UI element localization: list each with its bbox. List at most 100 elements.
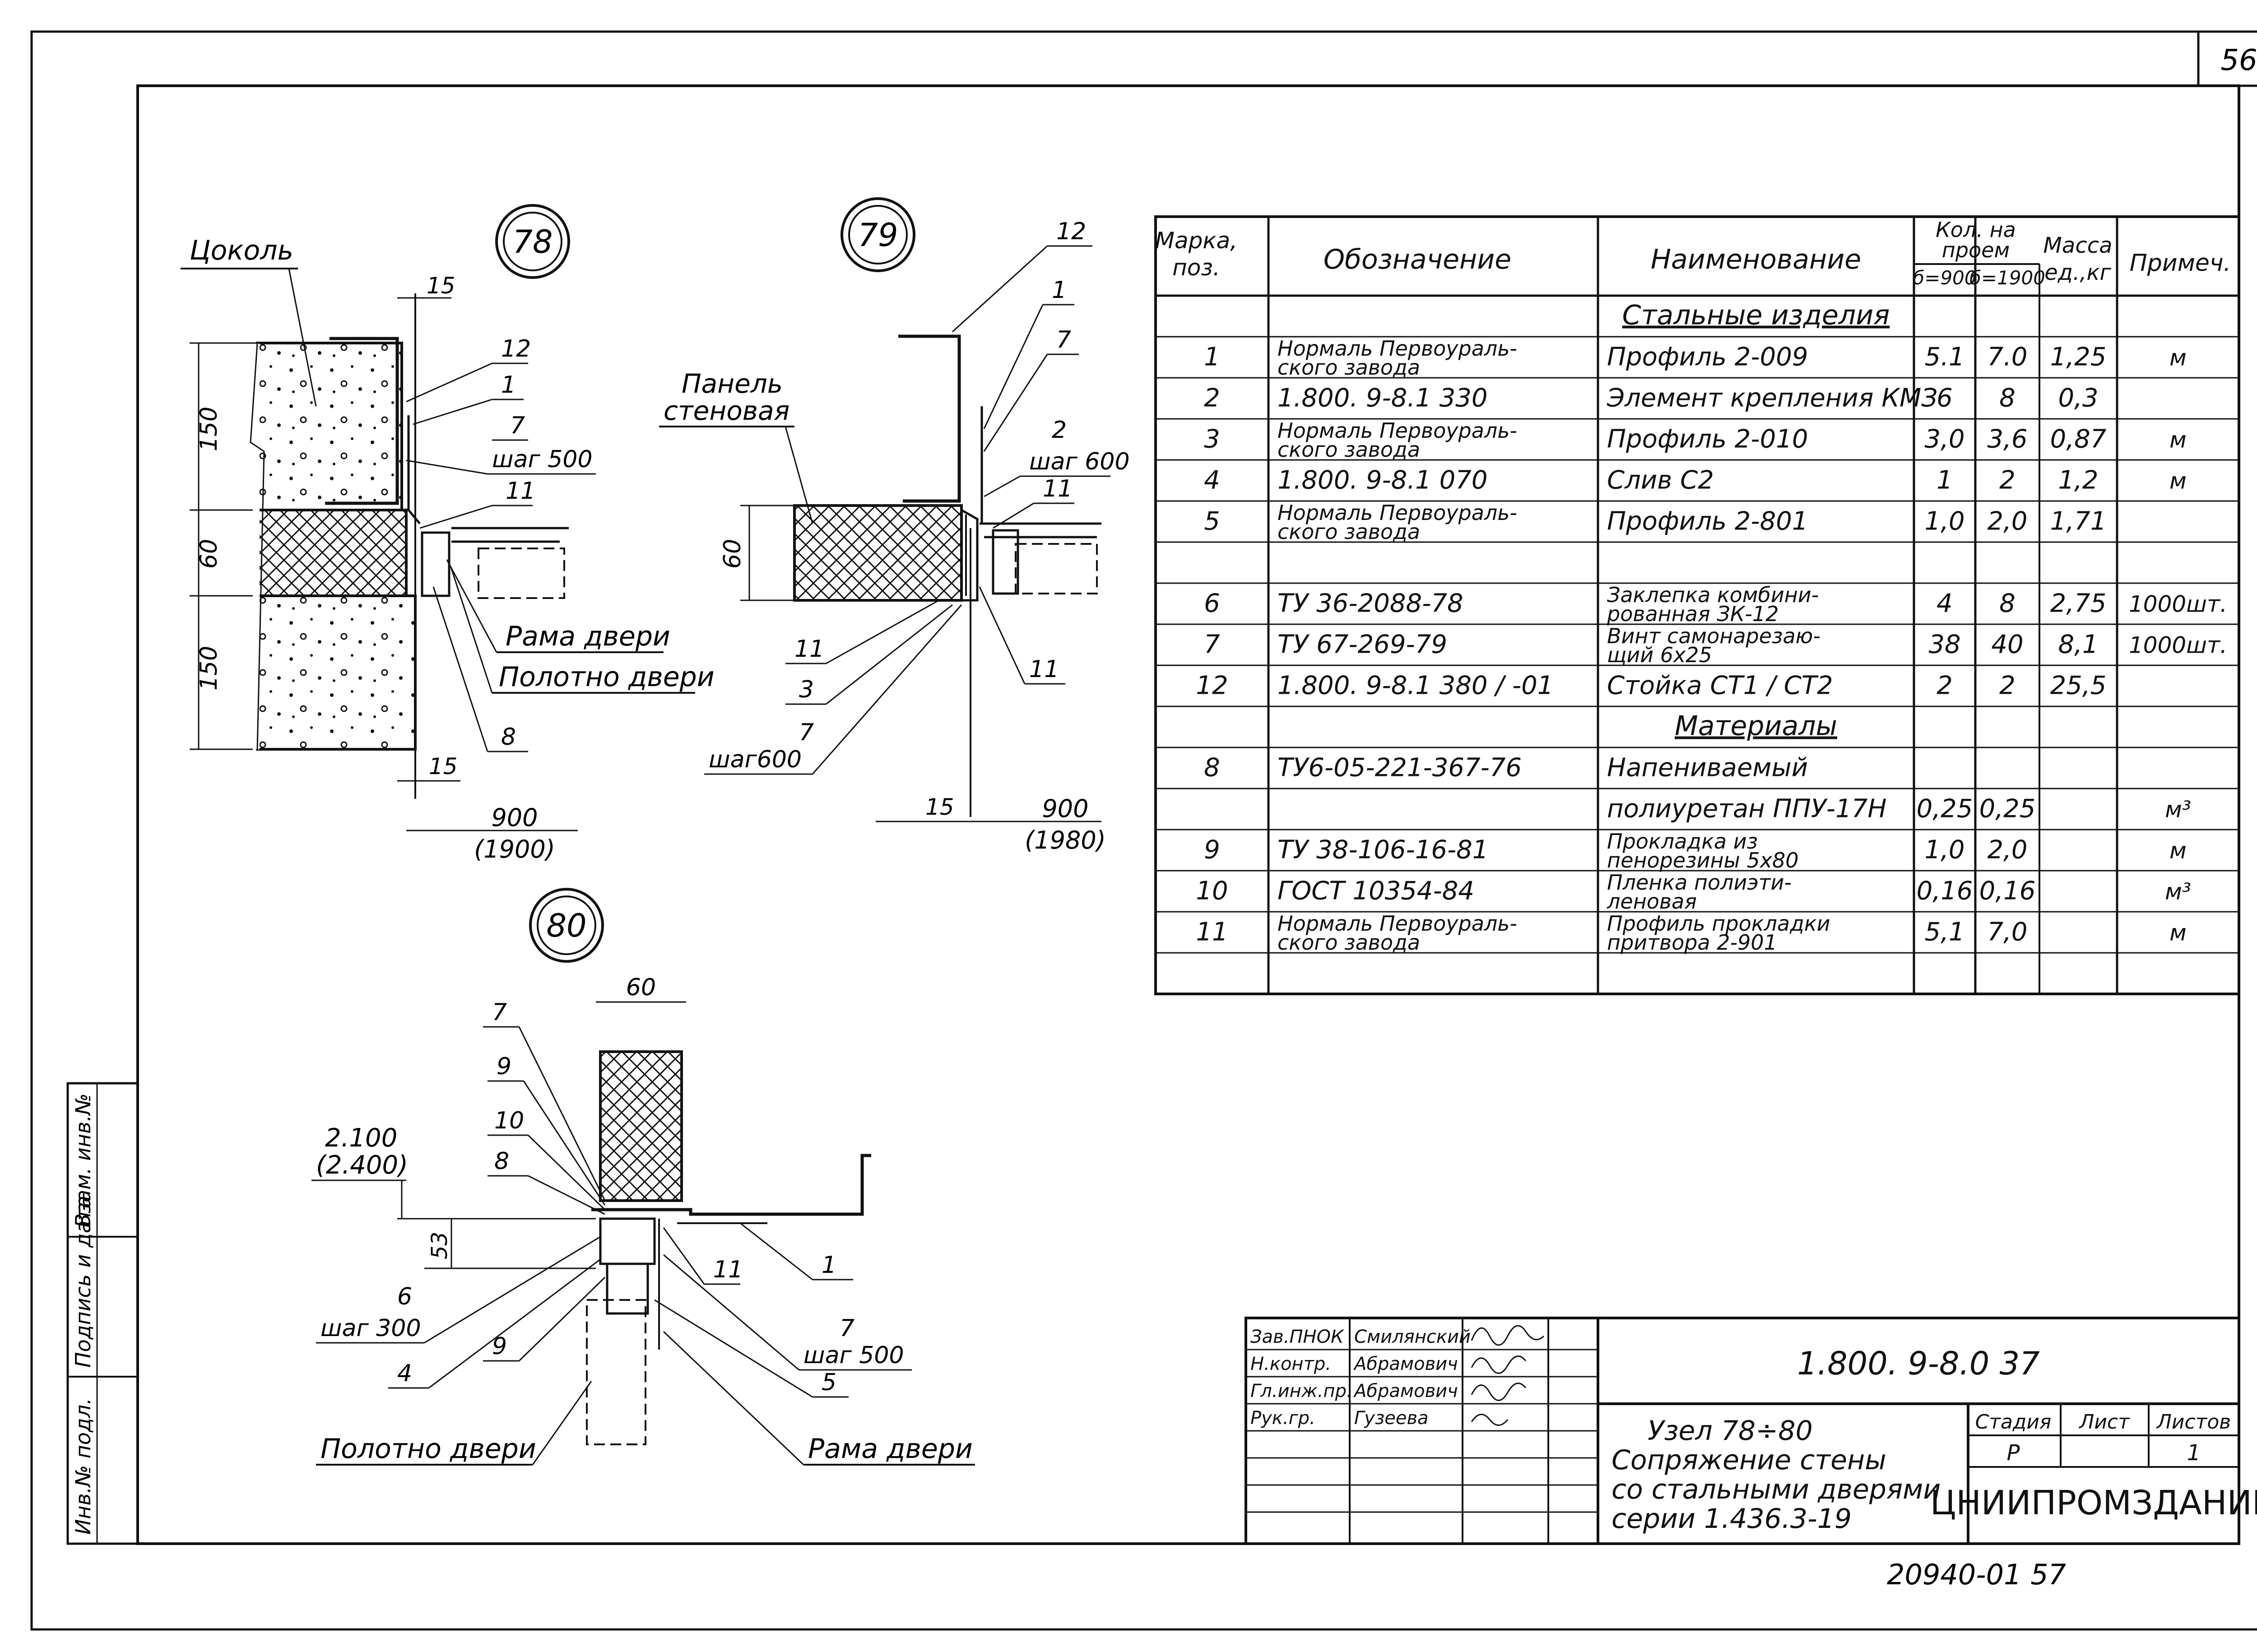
cell-mark: 8 (1204, 753, 1220, 783)
d80-callout-7: 7 (492, 999, 507, 1026)
cell-mass: 8,1 (2058, 630, 2098, 659)
d79-label-wall-panel-2: стеновая (664, 395, 789, 426)
title-line-3: со стальными дверями (1611, 1474, 1941, 1505)
cell-qty-1900: 7.0 (1987, 343, 2027, 372)
cell-mark: 1 (1204, 343, 1220, 372)
cell-mass: 0,87 (2050, 425, 2107, 454)
cell-qty-900: 1 (1937, 466, 1953, 495)
d80-callout-1: 1 (822, 1252, 836, 1279)
d78-label-door-frame: Рама двери (506, 621, 670, 652)
cell-qty-1900: 8 (1999, 384, 2016, 413)
d78-callout-4: 11 (506, 478, 535, 505)
cell-mark: 5 (1204, 507, 1220, 536)
hdr-mark-2: поз. (1172, 255, 1220, 281)
d80-callout-7b: 7 (840, 1315, 855, 1342)
cell-mark: 10 (1196, 877, 1228, 906)
cell-note: м³ (2165, 879, 2191, 905)
d80-callout-11: 11 (713, 1256, 743, 1283)
cell-qty-1900: 40 (1991, 630, 2023, 659)
detail-78-number: 78 (512, 223, 553, 260)
cell-designation: Нормаль Первоураль- (1277, 501, 1517, 525)
sig-role-1: Зав.ПНОК (1250, 1327, 1344, 1347)
d78-callout-5: 8 (501, 724, 516, 751)
cell-qty-900: 1,0 (1924, 835, 1964, 865)
cell-name: Заклепка комбини- (1607, 583, 1819, 607)
detail-79-number: 79 (858, 217, 898, 254)
stamp-replace-inv: Взам. инв.№ (71, 1093, 95, 1228)
d80-callout-4: 4 (397, 1360, 412, 1387)
cell-name: пенорезины 5х80 (1607, 848, 1799, 872)
hdr-name: Наименование (1651, 244, 1861, 275)
d78-dim-h1: 150 (195, 407, 223, 451)
title-line-1: Узел 78÷80 (1648, 1415, 1813, 1447)
cell-name: Профиль прокладки (1607, 911, 1830, 936)
stamp-signature-date: Подпись и дата (71, 1196, 95, 1368)
cell-mark: 9 (1204, 835, 1220, 865)
cell-name: Профиль 2-801 (1607, 507, 1808, 536)
cell-designation: ского завода (1277, 437, 1420, 462)
cell-qty-1900: 7,0 (1987, 918, 2027, 947)
cell-qty-900: 38 (1928, 630, 1960, 659)
cell-mark: 7 (1204, 630, 1220, 659)
title-block: Зав.ПНОК Смилянский Н.контр. Абрамович Г… (1245, 1317, 2257, 1545)
sheet-number-box (2197, 30, 2257, 87)
d79-callout-11b: 11 (794, 636, 824, 663)
d79-callout-1: 1 (1052, 277, 1067, 304)
d79-callout-3: 3 (799, 676, 814, 703)
spec-table: Марка, поз. Обозначение Наименование Кол… (1154, 215, 2240, 995)
cell-mass: 25,5 (2050, 671, 2107, 701)
d80-dim-level: 2.100 (325, 1123, 397, 1153)
cell-designation: ТУ 36-2088-78 (1277, 589, 1463, 618)
cell-qty-1900: 0,16 (1979, 877, 2036, 906)
cell-mark: 3 (1204, 425, 1220, 454)
d79-callout-12: 12 (1056, 218, 1086, 245)
hdr-mark-1: Марка, (1155, 227, 1237, 254)
cell-name: Стойка СТ1 / СТ2 (1607, 671, 1833, 701)
d80-callout-9b: 9 (492, 1333, 507, 1360)
organization: ЦНИИПРОМЗДАНИЙ (1930, 1483, 2257, 1522)
hdr-qty-900: б=900 (1913, 267, 1976, 289)
sheet-label: Лист (2078, 1411, 2130, 1434)
detail-80: 80 60 2.100 (2.400) 53 7 9 10 8 (311, 888, 975, 1466)
cell-qty-900: 5.1 (1924, 343, 1964, 372)
d80-callout-8: 8 (494, 1148, 509, 1175)
cell-qty-1900: 2,0 (1987, 507, 2027, 536)
cell-note: м (2169, 838, 2187, 864)
detail-78: 78 150 60 150 15 15 900 (1900) (181, 204, 715, 863)
cell-qty-900: 0,16 (1917, 877, 1973, 906)
cell-mass: 1,25 (2050, 343, 2107, 372)
d78-dim-top: 15 (427, 273, 455, 299)
d78-step: шаг 500 (492, 446, 593, 473)
archive-number: 20940-01 57 (1887, 1558, 2066, 1591)
d78-callout-2: 1 (501, 371, 516, 399)
cell-name: рованная ЗК-12 (1607, 602, 1779, 626)
cell-name: полиуретан ППУ-17Н (1607, 794, 1886, 824)
d79-dim-width-alt: (1980) (1025, 826, 1106, 854)
stage-label: Стадия (1975, 1411, 2052, 1434)
cell-qty-1900: 3,6 (1987, 425, 2027, 454)
d78-label-door-leaf: Полотно двери (499, 661, 715, 693)
detail-78-marker (495, 204, 570, 279)
cell-name: Напениваемый (1607, 753, 1808, 783)
cell-designation: 1.800. 9-8.1 380 / -01 (1277, 671, 1553, 701)
cell-qty-1900: 2 (1999, 466, 2016, 495)
hdr-mass-1: Масса (2043, 233, 2112, 258)
title-line-2: Сопряжение стены (1611, 1444, 1886, 1476)
detail-79: 79 60 Панель стеновая 12 1 7 2 (659, 197, 1130, 854)
d78-callout-3: 7 (510, 412, 525, 439)
d79-callout-7b: 7 (799, 719, 814, 746)
cell-name: Профиль 2-010 (1607, 425, 1808, 454)
sig-name-1: Смилянский (1354, 1327, 1471, 1347)
cell-designation: ГОСТ 10354-84 (1277, 877, 1474, 906)
cell-designation: ТУ6-05-221-367-76 (1277, 753, 1522, 783)
cell-name: леновая (1607, 889, 1697, 914)
sheets-value: 1 (2187, 1440, 2201, 1466)
cell-name: Прокладка из (1607, 829, 1758, 854)
detail-79-marker (841, 197, 915, 272)
d80-callout-5: 5 (822, 1369, 836, 1396)
d79-label-wall-panel-1: Панель (682, 368, 783, 399)
d78-dim-h2: 60 (195, 539, 223, 569)
d79-callout-11a: 11 (1043, 475, 1073, 502)
cell-designation: ТУ 38-106-16-81 (1277, 835, 1488, 865)
cell-mark: 11 (1196, 918, 1228, 947)
